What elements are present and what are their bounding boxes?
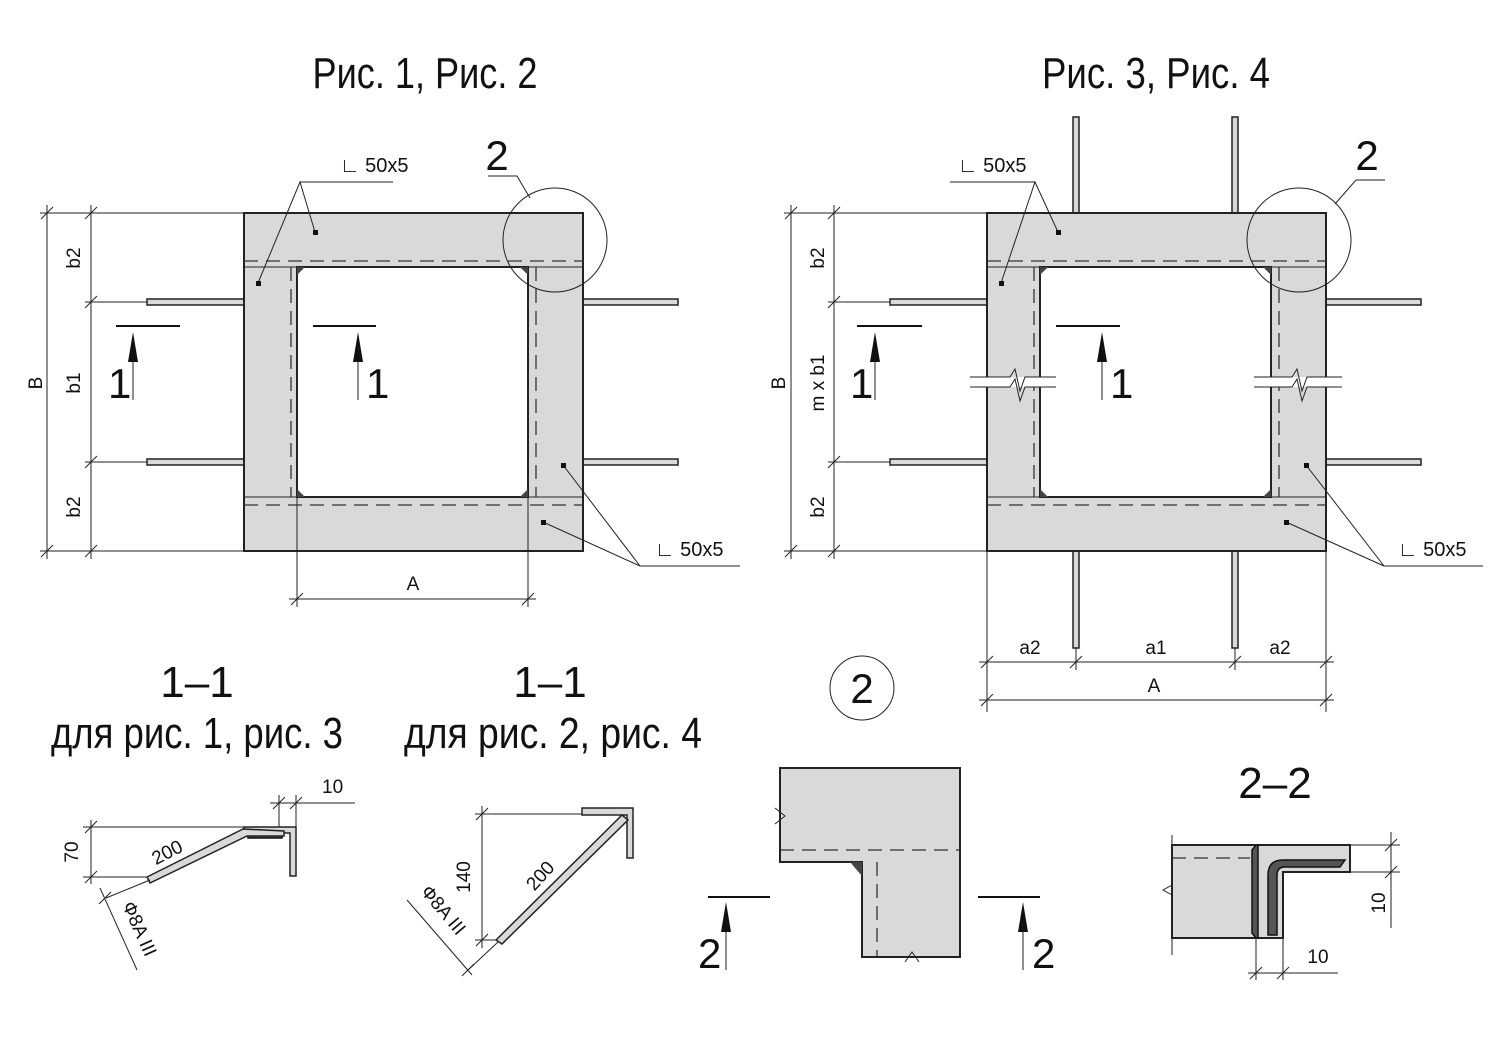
section-mark-1: 1: [850, 360, 873, 407]
rebar: [146, 458, 245, 466]
angle-label: ∟ 50x5: [655, 539, 724, 561]
dim-m-b1: m x b1: [808, 354, 829, 411]
detail-2: 2 2 2: [698, 655, 1055, 977]
dim-b2: b2: [808, 496, 829, 517]
section-2-2: 2–2 10 10: [1161, 759, 1400, 980]
section-1-1-fig2-4: 1–1 для рис. 2, рис. 4 140 200 Ф8A III: [404, 658, 702, 977]
dim-140: 140: [454, 861, 475, 893]
section-mark-2: 2: [1032, 930, 1055, 977]
figure-1-2: Рис. 1, Рис. 2 B b2 b1 b2 A ∟ 50x5 2: [26, 49, 740, 607]
figure-3-4-title: Рис. 3, Рис. 4: [1042, 49, 1270, 98]
section-mark-1: 1: [108, 360, 131, 407]
dim-a1: a1: [1145, 638, 1166, 659]
figure-3-4: Рис. 3, Рис. 4 B b2 m x b1 b2 a2 a1 a: [769, 49, 1483, 712]
section-mark-2: 2: [698, 930, 721, 977]
dim-10: 10: [1369, 892, 1390, 913]
dim-b2: b2: [64, 247, 85, 268]
dim-10: 10: [322, 777, 343, 798]
section-mark-1: 1: [1110, 360, 1133, 407]
detail-2-label: 2: [850, 665, 873, 712]
angle-label: ∟ 50x5: [1398, 539, 1467, 561]
rebar: [582, 298, 679, 306]
section-mark-1: 1: [366, 360, 389, 407]
dim-b2: b2: [64, 496, 85, 517]
dim-A: A: [407, 574, 420, 595]
angle-label: ∟ 50x5: [958, 155, 1027, 177]
dim-a2: a2: [1269, 638, 1290, 659]
dim-70: 70: [62, 841, 83, 862]
rebar-label: Ф8A III: [117, 898, 160, 959]
figure-1-2-title: Рис. 1, Рис. 2: [313, 49, 538, 98]
rebar: [146, 298, 245, 306]
section-title: 1–1: [513, 658, 586, 707]
callout-2: 2: [485, 132, 508, 179]
dim-b2: b2: [808, 247, 829, 268]
section-subtitle: для рис. 1, рис. 3: [51, 709, 343, 758]
callout-2: 2: [1355, 132, 1378, 179]
section-title: 1–1: [160, 658, 233, 707]
dim-B: B: [26, 377, 47, 390]
angle-label: ∟ 50x5: [340, 155, 409, 177]
section-1-1-fig1-3: 1–1 для рис. 1, рис. 3 10 70 200 Ф8A III: [51, 658, 355, 971]
section-title: 2–2: [1238, 759, 1311, 808]
angle-frame: [243, 212, 584, 552]
dim-10: 10: [1307, 947, 1328, 968]
dim-b1: b1: [64, 372, 85, 393]
dim-a2: a2: [1019, 638, 1040, 659]
dim-A: A: [1148, 676, 1161, 697]
rebar: [582, 458, 679, 466]
dim-B: B: [769, 377, 790, 390]
section-subtitle: для рис. 2, рис. 4: [404, 709, 702, 758]
